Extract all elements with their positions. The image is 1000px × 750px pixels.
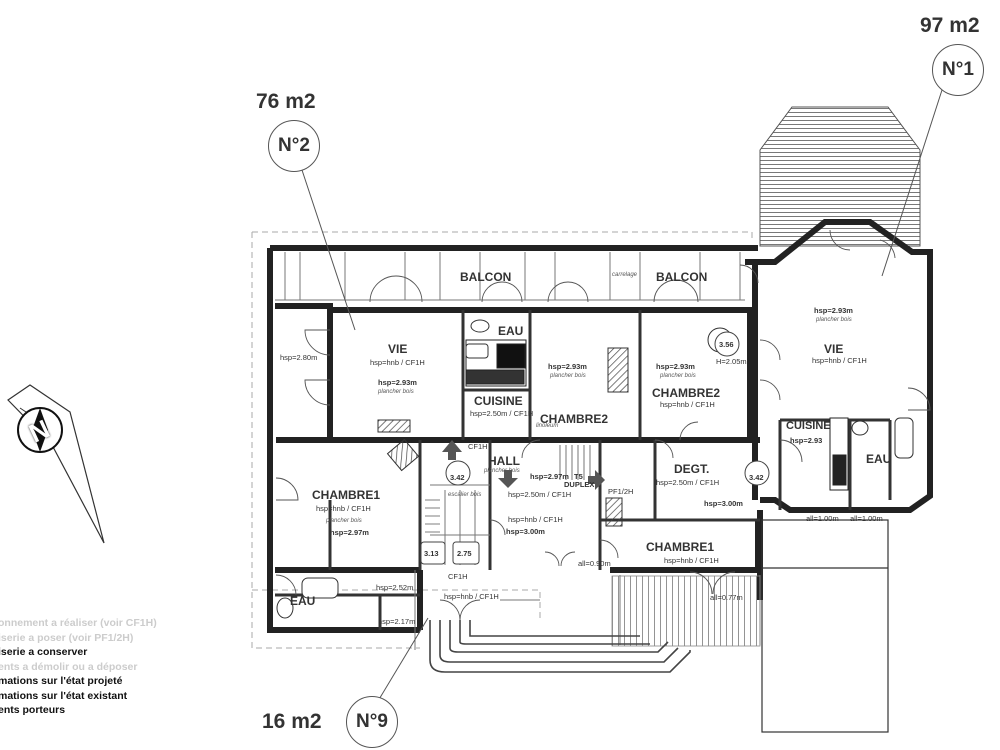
chambre2-right-hsp2: hsp=2.93m (656, 362, 695, 371)
vie-right-hsp: hsp=hnb / CF1H (812, 356, 867, 365)
n9-room-cf: CF1H (448, 572, 468, 581)
level-342a: 3.42 (450, 473, 465, 482)
compass (7, 384, 105, 544)
chambre1-right-hsp: hsp=hnb / CF1H (664, 556, 719, 565)
vie-left-hsp: hsp=hnb / CF1H (370, 358, 425, 367)
unit-n1-area: 97 m2 (920, 14, 980, 37)
cuisine-right-label: CUISINE (786, 420, 831, 432)
vie-left-floor: plancher bois (378, 389, 414, 395)
entry-steps (429, 620, 691, 673)
chambre2-right-floor: plancher bois (660, 373, 696, 379)
vie-left-hsp2: hsp=2.93m (378, 378, 417, 387)
sanitary-fixtures (276, 319, 914, 619)
carrelage-note: carrelage (612, 272, 638, 278)
legend-item: mations sur l'état existant (0, 689, 128, 702)
vie-left-label: VIE (388, 342, 408, 356)
chambre2-right-label: CHAMBRE2 (652, 386, 721, 400)
vie-right-hsp2: hsp=2.93m (814, 306, 853, 315)
annot-hsp-217: hsp=2.17m (378, 617, 416, 626)
annot-hsp-252: hsp=2.52m (376, 583, 414, 592)
exterior-walls (267, 219, 933, 633)
legend-item: onnement a réaliser (voir CF1H) (0, 617, 157, 629)
annot-cf1h: CF1H (468, 442, 488, 451)
unit-n9-area: 16 m2 (262, 710, 322, 733)
annot-all-100b: all=1.00m (850, 514, 883, 523)
hall-lower-hsp2: hsp=hnb / CF1H (508, 515, 563, 524)
level-markers (420, 331, 770, 565)
hall-lower-hsp: hsp=2.50m / CF1H (508, 490, 572, 499)
hall-duplex: DUPLEX (564, 480, 595, 489)
cuisine-right-hsp: hsp=2.93 (790, 436, 823, 445)
chambre1-left-label: CHAMBRE1 (312, 488, 381, 502)
chambre1-left-floor: plancher bois (326, 518, 362, 524)
annot-lino: linoleum (536, 423, 559, 429)
hall-label: HALL (488, 454, 520, 468)
chambre2-mid-label: CHAMBRE2 (540, 412, 609, 426)
chambre1-right-label: CHAMBRE1 (646, 540, 715, 554)
vie-right-floor: plancher bois (816, 317, 852, 323)
interior-walls (275, 310, 892, 630)
eau-bottom-label: EAU (290, 594, 316, 608)
level-313: 3.13 (424, 549, 439, 558)
n9-room-hsp: hsp=hnb / CF1H (444, 592, 499, 601)
annot-h205: H=2.05m (716, 357, 747, 366)
chambre2-right-hsp: hsp=hnb / CF1H (660, 400, 715, 409)
level-275: 2.75 (457, 549, 472, 558)
eau-right-label: EAU (866, 452, 892, 466)
balcon-right-label: BALCON (656, 270, 708, 284)
level-356: 3.56 (719, 340, 734, 349)
unit-n1-badge: N°1 (932, 44, 984, 96)
tower-roof (759, 106, 921, 247)
leader-lines (299, 89, 943, 707)
cuisine-left-label: CUISINE (474, 394, 523, 408)
legend-item: ents a démolir ou a déposer (0, 660, 138, 673)
chambre2-mid-floor: plancher bois (550, 373, 586, 379)
terrace-hatch (611, 575, 761, 647)
hall-hsp: hsp=2.97m (530, 472, 569, 481)
cuisine-left-hsp: hsp=2.50m / CF1H (470, 409, 534, 418)
kitchen-fixtures (465, 339, 849, 491)
level-342b: 3.42 (749, 473, 764, 482)
unit-n9-badge: N°9 (346, 696, 398, 748)
hall-floor: plancher bois (484, 468, 520, 474)
legend-item: iserie a conserver (0, 646, 88, 658)
chambre1-left-hsp: hsp=hnb / CF1H (316, 504, 371, 513)
annot-all-100a: all=1.00m (806, 514, 839, 523)
annot-all-077: all=0.77m (710, 593, 743, 602)
unit-n2-area: 76 m2 (256, 90, 316, 113)
chambre1-left-hsp2: hsp=2.97m (330, 528, 369, 537)
hall-lower-hsp3: hsp=3.00m (506, 527, 545, 536)
chambre2-mid-hsp: hsp=2.93m (548, 362, 587, 371)
unit-n2-badge: N°2 (268, 120, 320, 172)
degt-hsp2: hsp=3.00m (704, 499, 743, 508)
door-swings (275, 229, 931, 621)
dashed-envelope (251, 231, 753, 649)
stairs (425, 445, 591, 533)
annot-escalier: escalier bois (448, 492, 482, 498)
annot-hsp-280: hsp=2.80m (280, 353, 318, 362)
legend-item: iserie a poser (voir PF1/2H) (0, 631, 134, 644)
chimneys (377, 347, 629, 527)
garage-block (761, 519, 889, 733)
degt-hsp: hsp=2.50m / CF1H (656, 478, 720, 487)
annot-all-090: all=0.90m (578, 559, 611, 568)
legend-item: ents porteurs (0, 704, 66, 716)
eau-top-label: EAU (498, 324, 524, 338)
balcon-left-label: BALCON (460, 270, 512, 284)
annot-pf12h: PF1/2H (608, 487, 634, 496)
legend-item: mations sur l'état projeté (0, 675, 123, 687)
stair-arrows (442, 440, 605, 490)
vie-right-label: VIE (824, 342, 844, 356)
degt-label: DEGT. (674, 462, 710, 476)
legend: onnement a réaliser (voir CF1H) iserie a… (0, 616, 157, 718)
hall-t5: T5 (574, 472, 583, 481)
